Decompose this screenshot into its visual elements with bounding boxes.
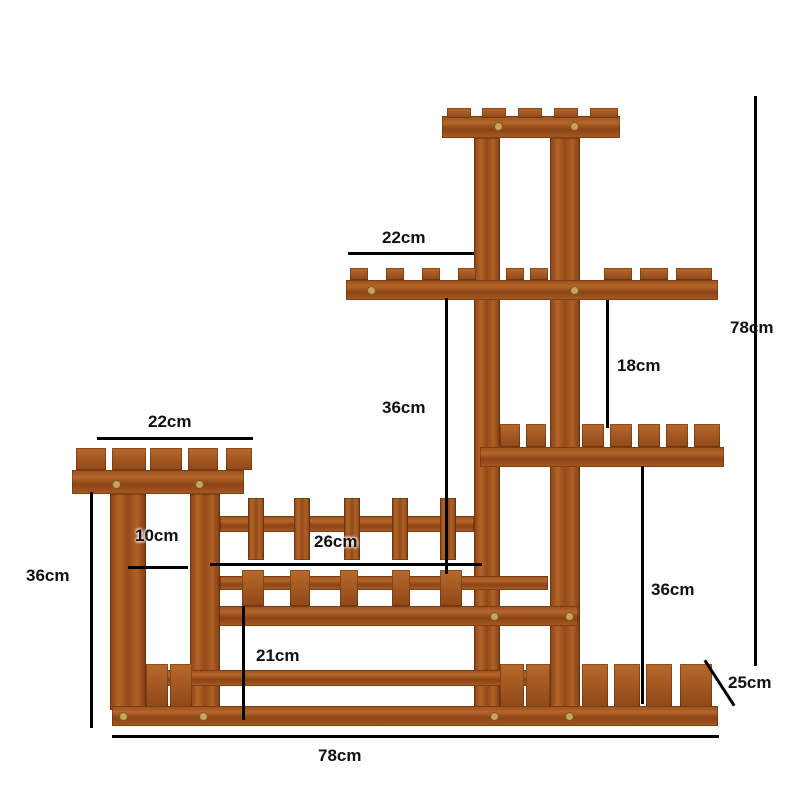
nail-icon — [495, 123, 502, 130]
nail-icon — [196, 481, 203, 488]
left-shelf-slat — [76, 448, 106, 470]
right-middle-shelf — [480, 447, 724, 467]
bottom-back-rail — [146, 670, 548, 686]
nail-icon — [120, 713, 127, 720]
right-middle-slat — [666, 424, 688, 447]
left-shelf-slat — [112, 448, 146, 470]
top-cap-tooth — [447, 108, 471, 118]
middle-shelf-slat — [392, 570, 410, 606]
bottom-slat — [500, 664, 524, 708]
nail-icon — [566, 713, 573, 720]
nail-icon — [368, 287, 375, 294]
bottom-slat — [680, 664, 712, 708]
label-right-gap: 18cm — [617, 356, 661, 375]
nail-icon — [491, 713, 498, 720]
top-cap-tooth — [554, 108, 578, 118]
dim-line-left-shelf-width — [97, 437, 253, 440]
upper-shelf-slat — [604, 268, 632, 280]
fence-picket — [392, 498, 408, 560]
top-cap-tooth — [518, 108, 542, 118]
right-middle-slat — [694, 424, 720, 447]
right-middle-slat — [610, 424, 632, 447]
middle-shelf-slat — [290, 570, 310, 606]
dim-line-middle-shelf-height — [242, 606, 245, 720]
bottom-front-rail — [112, 706, 718, 726]
nail-icon — [571, 287, 578, 294]
fence-picket — [248, 498, 264, 560]
middle-shelf-back — [220, 576, 548, 590]
label-left-shelf-width: 22cm — [148, 412, 192, 431]
left-shelf — [72, 470, 244, 494]
upper-shelf-slat — [676, 268, 712, 280]
left-shelf-slat — [226, 448, 252, 470]
bottom-slat — [582, 664, 608, 708]
right-middle-slat — [500, 424, 520, 447]
top-cap-tooth — [482, 108, 506, 118]
middle-shelf-slat — [340, 570, 358, 606]
fence-picket — [440, 498, 456, 560]
right-middle-slat — [526, 424, 546, 447]
upper-shelf-slat — [350, 268, 368, 280]
label-right-lower-height: 36cm — [651, 580, 695, 599]
left-shelf-slat — [188, 448, 218, 470]
label-depth: 25cm — [728, 673, 772, 692]
left-shelf-slat — [150, 448, 182, 470]
nail-icon — [200, 713, 207, 720]
label-center-height: 36cm — [382, 398, 426, 417]
label-middle-shelf-height: 21cm — [256, 646, 300, 665]
left-post-1 — [110, 494, 146, 710]
bottom-slat — [646, 664, 672, 708]
bottom-slat — [526, 664, 550, 708]
upper-shelf-slat — [386, 268, 404, 280]
nail-icon — [491, 613, 498, 620]
bottom-slat — [146, 664, 168, 708]
upper-shelf-slat — [422, 268, 440, 280]
upper-shelf-slat — [506, 268, 524, 280]
upper-shelf — [346, 280, 718, 300]
label-middle-shelf-width: 26cm — [314, 532, 358, 551]
dim-line-upper-shelf-width — [348, 252, 474, 255]
top-cap-tooth — [590, 108, 618, 118]
bottom-slat — [614, 664, 640, 708]
top-cap-shelf — [442, 116, 620, 138]
dim-line-left-gap — [128, 566, 188, 569]
label-left-tower-height: 36cm — [26, 566, 70, 585]
nail-icon — [566, 613, 573, 620]
nail-icon — [571, 123, 578, 130]
label-upper-shelf-width: 22cm — [382, 228, 426, 247]
dim-line-right-gap — [606, 300, 609, 428]
upper-shelf-slat — [458, 268, 476, 280]
label-left-gap: 10cm — [135, 526, 179, 545]
label-total-height: 78cm — [730, 318, 774, 337]
fence-picket — [344, 498, 360, 560]
dim-line-total-width — [112, 735, 719, 738]
fence-picket — [294, 498, 310, 560]
upper-shelf-slat — [530, 268, 548, 280]
dim-line-left-tower-height — [90, 492, 93, 728]
dim-line-right-lower-height — [641, 466, 644, 704]
right-middle-slat — [582, 424, 604, 447]
dim-line-middle-shelf-width — [210, 563, 482, 566]
middle-shelf-front — [192, 606, 578, 626]
dim-line-total-height — [754, 96, 757, 666]
dim-line-center-height — [445, 298, 448, 574]
middle-shelf-slat — [242, 570, 264, 606]
middle-shelf-slat — [440, 570, 462, 606]
bottom-slat — [170, 664, 192, 708]
nail-icon — [113, 481, 120, 488]
label-total-width: 78cm — [318, 746, 362, 765]
right-middle-slat — [638, 424, 660, 447]
upper-shelf-slat — [640, 268, 668, 280]
